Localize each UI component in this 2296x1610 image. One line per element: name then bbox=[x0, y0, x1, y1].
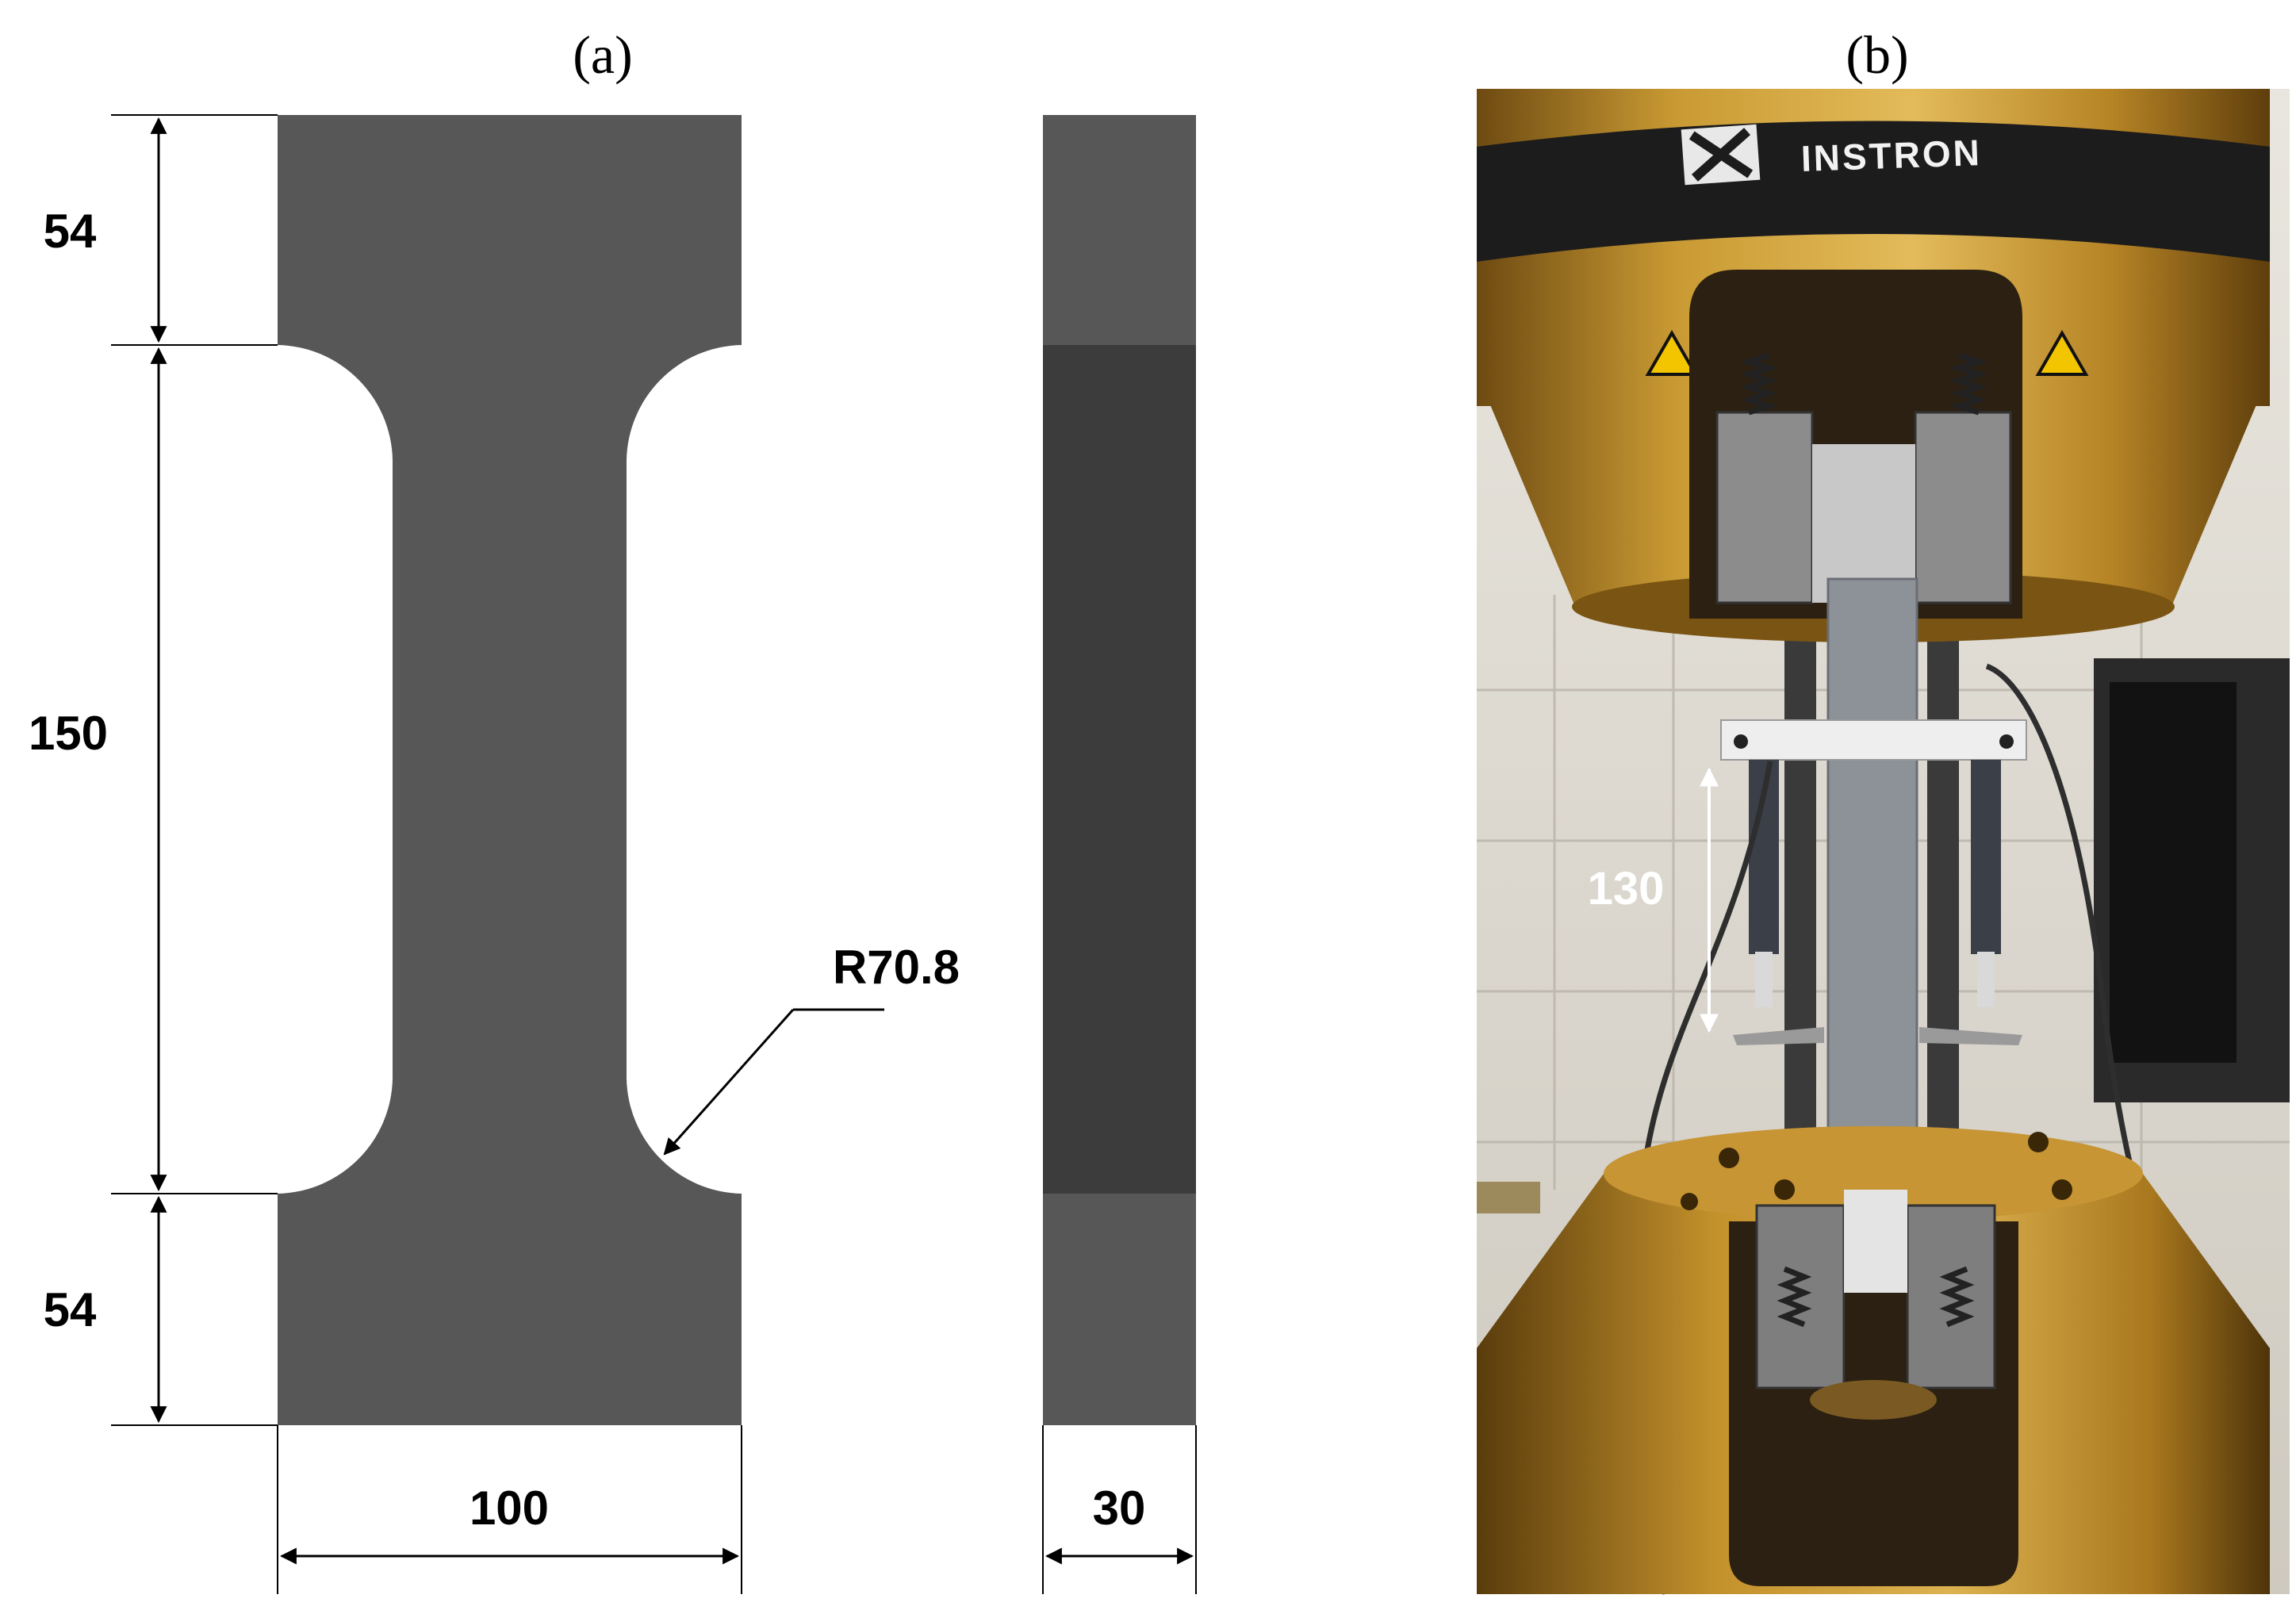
dimension-width-label: 100 bbox=[470, 1482, 549, 1535]
specimen-side-view bbox=[1043, 115, 1196, 1425]
specimen-front-view bbox=[278, 115, 742, 1425]
test-machine-photo: INSTRON bbox=[1477, 89, 2290, 1595]
dimension-bottom-label: 54 bbox=[44, 1283, 97, 1336]
radius-label: R70.8 bbox=[833, 941, 960, 994]
instron-brand-text: INSTRON bbox=[1800, 132, 1983, 179]
extension-lines-bottom bbox=[277, 1425, 1197, 1594]
panel-b-label: (b) bbox=[1846, 25, 1908, 85]
extension-lines-left bbox=[111, 114, 278, 1426]
panel-b: (b) bbox=[1477, 25, 2290, 1595]
dimension-top-label: 54 bbox=[44, 205, 97, 258]
dimension-middle-label: 150 bbox=[29, 707, 108, 760]
radius-leader bbox=[663, 1008, 884, 1156]
panel-a: (a) 54 150 54 bbox=[29, 25, 1197, 1594]
panel-a-label: (a) bbox=[573, 25, 632, 85]
dimension-thickness-label: 30 bbox=[1093, 1482, 1146, 1535]
gauge-length-label: 130 bbox=[1588, 863, 1665, 914]
